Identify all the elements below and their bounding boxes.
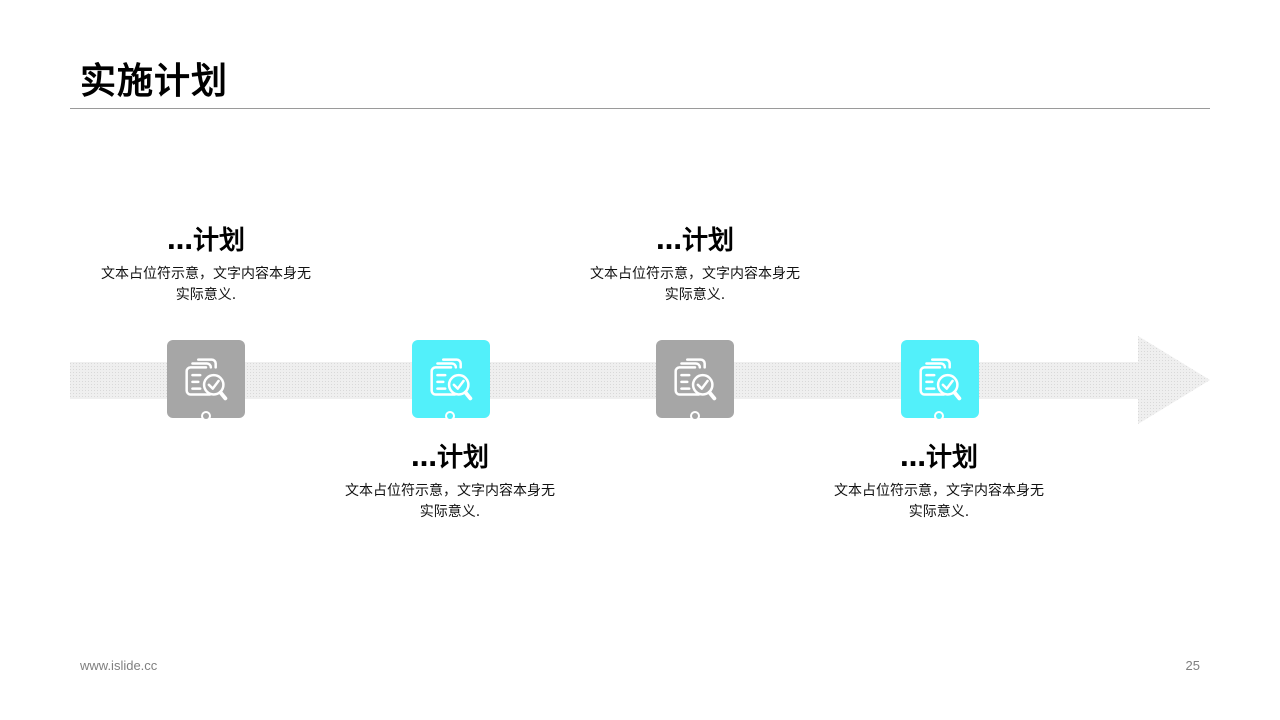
page-title: 实施计划 [80, 61, 229, 102]
step-3-icon-tile [656, 340, 734, 418]
step-heading: …计划 [899, 443, 978, 473]
step-2-text: …计划 文本占位符示意，文字内容本身无实际意义. [330, 441, 570, 523]
step-description: 文本占位符示意，文字内容本身无实际意义. [101, 266, 311, 303]
document-search-icon [430, 358, 473, 401]
step-description: 文本占位符示意，文字内容本身无实际意义. [590, 266, 800, 303]
step-1-text: …计划 文本占位符示意，文字内容本身无实际意义. [86, 224, 326, 306]
step-heading: …计划 [166, 226, 245, 256]
step-4-icon-tile [901, 340, 979, 418]
document-search-icon [185, 358, 228, 401]
step-3-text: …计划 文本占位符示意，文字内容本身无实际意义. [575, 224, 815, 306]
step-1-marker [201, 411, 211, 421]
document-search-icon [674, 358, 717, 401]
step-2-marker [445, 411, 455, 421]
timeline-arrow [70, 336, 1210, 424]
step-description: 文本占位符示意，文字内容本身无实际意义. [345, 483, 555, 520]
document-search-icon [919, 358, 962, 401]
footer-url: www.islide.cc [80, 658, 158, 673]
step-heading: …计划 [655, 226, 734, 256]
step-3-marker [690, 411, 700, 421]
step-1-icon-tile [167, 340, 245, 418]
title-divider [70, 108, 1210, 109]
step-4-marker [934, 411, 944, 421]
step-description: 文本占位符示意，文字内容本身无实际意义. [834, 483, 1044, 520]
step-2-icon-tile [412, 340, 490, 418]
step-4-text: …计划 文本占位符示意，文字内容本身无实际意义. [819, 441, 1059, 523]
step-heading: …计划 [410, 443, 489, 473]
page-number: 25 [1185, 658, 1200, 673]
